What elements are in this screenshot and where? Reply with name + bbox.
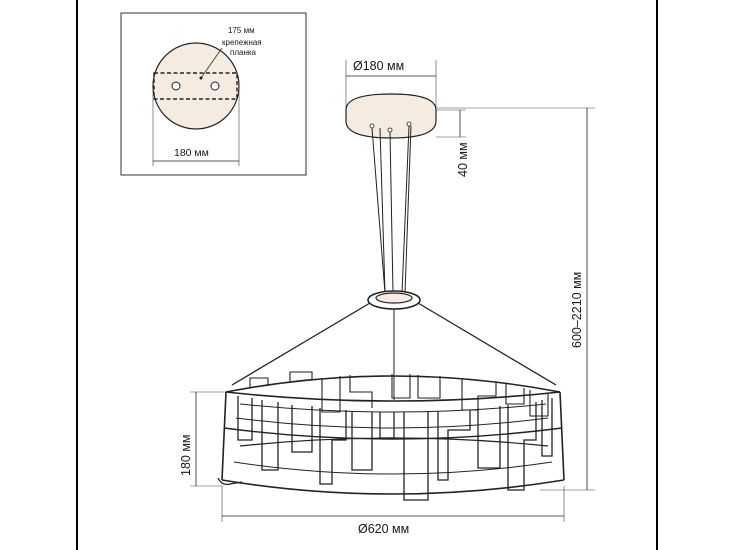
support-wires bbox=[231, 302, 557, 386]
plate-label-line1: крепежная bbox=[222, 38, 262, 47]
canopy-screw-3 bbox=[406, 121, 412, 127]
cage-loop bbox=[351, 411, 373, 471]
cage-back-loop bbox=[417, 375, 441, 399]
cage-loop bbox=[237, 396, 253, 441]
suspension-length-label: 600–2210 мм bbox=[570, 272, 584, 348]
hub-ring-inner bbox=[375, 292, 413, 304]
cage-mid-ring bbox=[223, 427, 563, 440]
plate-label-leader bbox=[200, 47, 223, 79]
canopy-diameter-label: Ø180 мм bbox=[353, 59, 404, 73]
plate-label-line2: планка bbox=[230, 48, 257, 57]
cage-loop bbox=[437, 410, 471, 481]
cage-side-left bbox=[221, 391, 227, 481]
cage-top-ring-back bbox=[225, 391, 561, 402]
cage-loop bbox=[403, 412, 429, 501]
page-frame bbox=[76, 0, 658, 550]
canopy-body bbox=[345, 93, 437, 139]
cage-inner-band bbox=[239, 403, 547, 413]
cage-back-loop bbox=[249, 377, 269, 388]
cable-3 bbox=[401, 125, 410, 294]
cage-back-loop bbox=[289, 371, 313, 382]
cable-1 bbox=[371, 127, 386, 294]
shade-diameter-label: Ø620 мм bbox=[358, 522, 409, 536]
cage-shade bbox=[217, 371, 565, 501]
cable-2 bbox=[389, 131, 394, 294]
cage-back-bars bbox=[249, 371, 549, 417]
shade-diameter-dimension: Ø620 мм bbox=[221, 486, 565, 536]
cage-loop bbox=[261, 400, 279, 471]
inset-width-label: 180 мм bbox=[174, 147, 209, 159]
cage-inner-band bbox=[233, 461, 553, 475]
overall-height-dimension: 600–2210 мм bbox=[437, 107, 595, 491]
cage-inner-band bbox=[235, 417, 549, 429]
cage-loop bbox=[477, 406, 501, 469]
cage-back-loop bbox=[529, 390, 549, 417]
mounting-hole-right bbox=[210, 81, 220, 91]
cable-5 bbox=[404, 125, 412, 294]
cage-back-loop bbox=[391, 374, 411, 399]
cage-loop bbox=[379, 412, 395, 439]
hub-ring bbox=[367, 290, 421, 400]
cable-4 bbox=[379, 127, 386, 294]
cage-loop bbox=[541, 398, 553, 457]
cage-bottom-ring bbox=[221, 479, 565, 495]
cage-loop bbox=[291, 405, 313, 453]
cage-back-loop bbox=[505, 384, 525, 405]
cage-loop bbox=[507, 402, 537, 491]
cage-back-loop bbox=[349, 375, 373, 408]
mounting-hole-left bbox=[171, 81, 181, 91]
mounting-plate-inset: 175 мм крепежная планка 180 мм bbox=[120, 12, 307, 176]
support-wire-left bbox=[231, 302, 371, 386]
canopy-top-view bbox=[152, 42, 240, 130]
cage-top-ring-front bbox=[225, 375, 561, 393]
canopy: Ø180 мм 40 мм bbox=[345, 59, 470, 177]
cage-side-right bbox=[559, 391, 565, 481]
cage-clip-left bbox=[217, 477, 243, 486]
shade-height-dimension: 180 мм bbox=[179, 391, 226, 487]
cage-back-loop bbox=[461, 378, 497, 411]
canopy-screw-2 bbox=[387, 127, 393, 133]
canopy-screw-1 bbox=[369, 123, 375, 129]
shade-height-label: 180 мм bbox=[179, 434, 193, 476]
canopy-height-label: 40 мм bbox=[456, 142, 470, 177]
cage-back-loop bbox=[321, 376, 341, 413]
suspension-cables bbox=[371, 125, 412, 294]
plate-length-label: 175 мм bbox=[228, 26, 255, 35]
mounting-plate bbox=[153, 72, 238, 100]
cage-front-bars bbox=[237, 396, 553, 501]
support-wire-right bbox=[417, 302, 557, 386]
cage-inner-bands bbox=[233, 403, 553, 475]
